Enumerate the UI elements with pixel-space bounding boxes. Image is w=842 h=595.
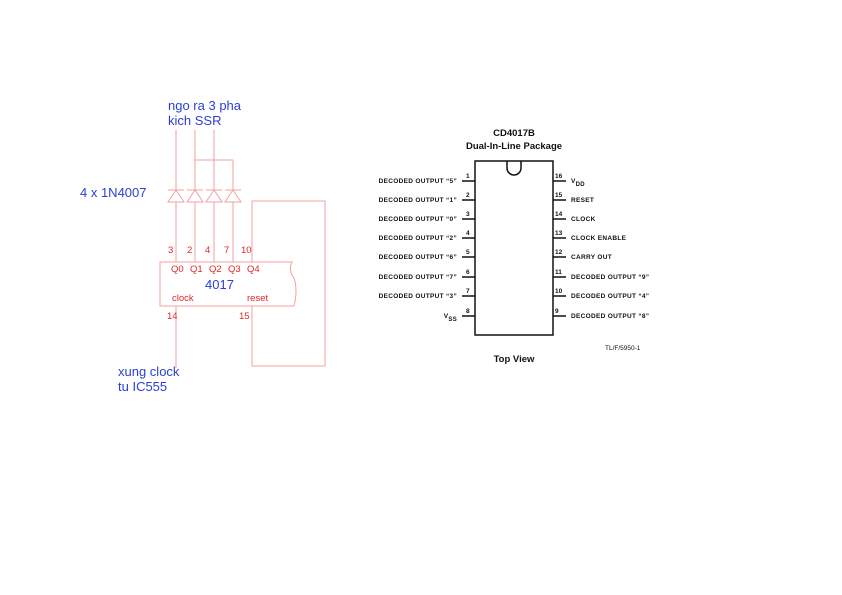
pin-number: 2 (466, 192, 470, 199)
pin-number: 6 (466, 269, 470, 276)
pin-number: 14 (555, 211, 563, 218)
clock-source-label-line1: xung clock (118, 364, 180, 379)
pin-label: CARRY OUT (571, 254, 612, 261)
pin-label: DECODED OUTPUT “7” (379, 274, 457, 281)
output-label: Q4 (247, 264, 260, 275)
output-label: Q3 (228, 264, 241, 275)
diode-icon (186, 189, 204, 203)
pinout-title: CD4017B (493, 128, 535, 139)
reset-pin-number: 15 (239, 311, 250, 322)
diode-icon (205, 189, 223, 203)
output-pin-number: 2 (187, 245, 192, 256)
pin-label: DECODED OUTPUT “1” (379, 197, 457, 204)
diode-icon (224, 189, 242, 203)
output-pin-number: 4 (205, 245, 210, 256)
diode-icon (167, 189, 185, 203)
clock-source-label-line2: tu IC555 (118, 379, 167, 394)
output-label-line2: kich SSR (168, 113, 221, 128)
pin-number: 15 (555, 192, 563, 199)
diode-label: 4 x 1N4007 (80, 185, 147, 200)
clock-pin-number: 14 (167, 311, 178, 322)
pin-number: 9 (555, 308, 559, 315)
pin-label: DECODED OUTPUT “6” (379, 254, 457, 261)
pin-label: CLOCK ENABLE (571, 235, 627, 242)
pin-label: DECODED OUTPUT “9” (571, 274, 649, 281)
ic-body (474, 160, 554, 336)
pinout-subtitle: Dual-In-Line Package (466, 141, 562, 152)
pin-label: CLOCK (571, 216, 596, 223)
pin-label: DECODED OUTPUT “4” (571, 293, 649, 300)
reset-pin-label: reset (247, 293, 268, 304)
pin-number: 5 (466, 249, 470, 256)
figure-code: TL/F/5950-1 (605, 345, 641, 352)
pin-number: 7 (466, 288, 470, 295)
pin-label: DECODED OUTPUT “8” (571, 313, 649, 320)
output-pin-number: 3 (168, 245, 173, 256)
pin-number: 1 (466, 173, 470, 180)
output-pin-number: 7 (224, 245, 229, 256)
pin-number: 3 (466, 211, 470, 218)
output-label: Q2 (209, 264, 222, 275)
clock-pin-label: clock (172, 293, 194, 304)
pin-label: DECODED OUTPUT “5” (379, 178, 457, 185)
pin-number: 8 (466, 308, 470, 315)
pin-number: 16 (555, 173, 563, 180)
pin-label: VSS (444, 313, 457, 323)
pin-number: 10 (555, 288, 563, 295)
pin-label: RESET (571, 197, 594, 204)
output-label: Q1 (190, 264, 203, 275)
output-label-line1: ngo ra 3 pha (168, 98, 242, 113)
output-pin-number: 10 (241, 245, 252, 256)
pin-label: DECODED OUTPUT “3” (379, 293, 457, 300)
ic-notch (506, 161, 522, 176)
pin-number: 12 (555, 249, 563, 256)
pin-number: 11 (555, 269, 562, 276)
pinout-caption: Top View (494, 354, 535, 365)
pin-label: DECODED OUTPUT “0” (379, 216, 457, 223)
diodes (167, 189, 242, 203)
pin-label: DECODED OUTPUT “2” (379, 235, 457, 242)
pin-number: 13 (555, 230, 563, 237)
output-label: Q0 (171, 264, 184, 275)
pin-label: VDD (571, 178, 585, 188)
circuit-4017: ngo ra 3 pha kich SSR 4 x 1N4007 xung cl… (80, 98, 326, 394)
ic-name: 4017 (205, 277, 234, 292)
pin-number: 4 (466, 230, 470, 237)
